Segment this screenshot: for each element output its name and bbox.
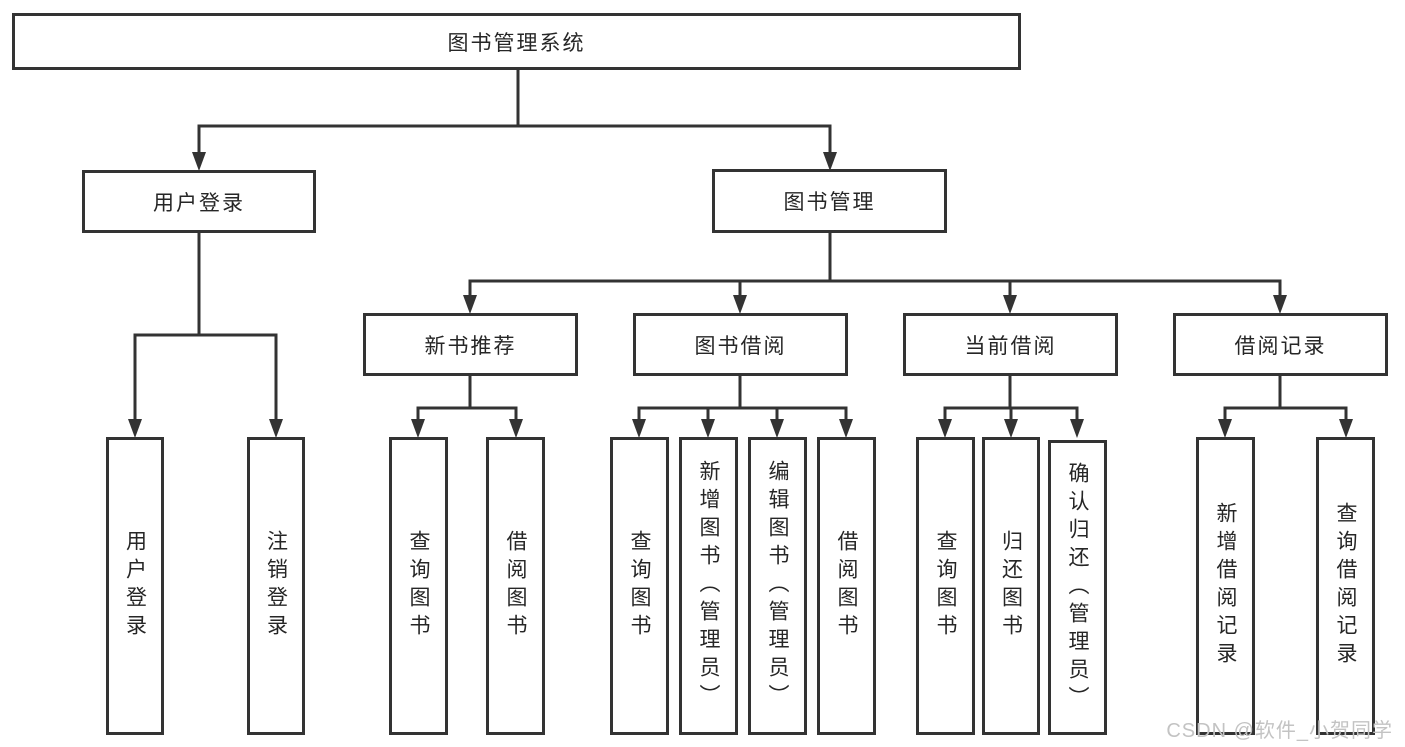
leaf-user-login-label: 用户登录 [123, 530, 147, 642]
node-borrowing-records: 借阅记录 [1173, 313, 1388, 376]
leaf-add-book-admin-label: 新增图书（管理员） [697, 460, 720, 712]
leaf-query-borrow-record-label: 查询借阅记录 [1334, 502, 1357, 670]
node-new-book-recommend: 新书推荐 [363, 313, 578, 376]
node-book-management: 图书管理 [712, 169, 947, 233]
connector-root-to-level2 [192, 66, 837, 171]
leaf-add-book-admin: 新增图书（管理员） [679, 437, 738, 735]
leaf-logout-label: 注销登录 [264, 530, 288, 642]
connector-book-management-groups [463, 231, 1287, 314]
leaf-user-login: 用户登录 [106, 437, 164, 735]
leaf-confirm-return-admin-label: 确认归还（管理员） [1066, 461, 1089, 714]
connector-user-login-children [128, 231, 283, 438]
node-user-login: 用户登录 [82, 170, 316, 233]
leaf-edit-book-admin-label: 编辑图书（管理员） [766, 460, 789, 712]
leaf-borrow-books-label: 借阅图书 [835, 530, 858, 642]
node-library-system: 图书管理系统 [12, 13, 1021, 70]
node-current-borrowing: 当前借阅 [903, 313, 1118, 376]
leaf-confirm-return-admin: 确认归还（管理员） [1048, 440, 1107, 735]
node-book-borrowing-label: 图书借阅 [694, 334, 787, 358]
node-library-system-label: 图书管理系统 [447, 31, 586, 55]
connector-new-book-children [411, 374, 523, 438]
leaf-edit-book-admin: 编辑图书（管理员） [748, 437, 807, 735]
connector-book-borrow-children [632, 374, 853, 438]
leaf-return-books-label: 归还图书 [999, 530, 1023, 642]
node-current-borrowing-label: 当前借阅 [964, 334, 1057, 358]
leaf-query-books-current-label: 查询图书 [934, 530, 957, 642]
leaf-borrow-books-recommend: 借阅图书 [486, 437, 545, 735]
node-borrowing-records-label: 借阅记录 [1234, 334, 1327, 358]
node-book-management-label: 图书管理 [783, 191, 876, 214]
leaf-logout: 注销登录 [247, 437, 305, 735]
leaf-query-borrow-record: 查询借阅记录 [1316, 437, 1375, 735]
connector-borrow-records-children [1218, 374, 1353, 438]
leaf-query-books-recommend-label: 查询图书 [407, 530, 430, 642]
connector-current-borrow-children [938, 374, 1084, 438]
leaf-query-books-recommend: 查询图书 [389, 437, 448, 735]
leaf-borrow-books-recommend-label: 借阅图书 [504, 530, 527, 642]
leaf-add-borrow-record: 新增借阅记录 [1196, 437, 1255, 735]
node-new-book-recommend-label: 新书推荐 [424, 334, 517, 358]
leaf-borrow-books: 借阅图书 [817, 437, 876, 735]
node-book-borrowing: 图书借阅 [633, 313, 848, 376]
node-user-login-label: 用户登录 [153, 191, 245, 215]
leaf-query-books-borrow: 查询图书 [610, 437, 669, 735]
leaf-return-books: 归还图书 [982, 437, 1040, 735]
leaf-add-borrow-record-label: 新增借阅记录 [1214, 502, 1237, 670]
leaf-query-books-current: 查询图书 [916, 437, 975, 735]
watermark: CSDN @软件_小贺同学 [1166, 720, 1393, 742]
leaf-query-books-borrow-label: 查询图书 [628, 530, 651, 642]
